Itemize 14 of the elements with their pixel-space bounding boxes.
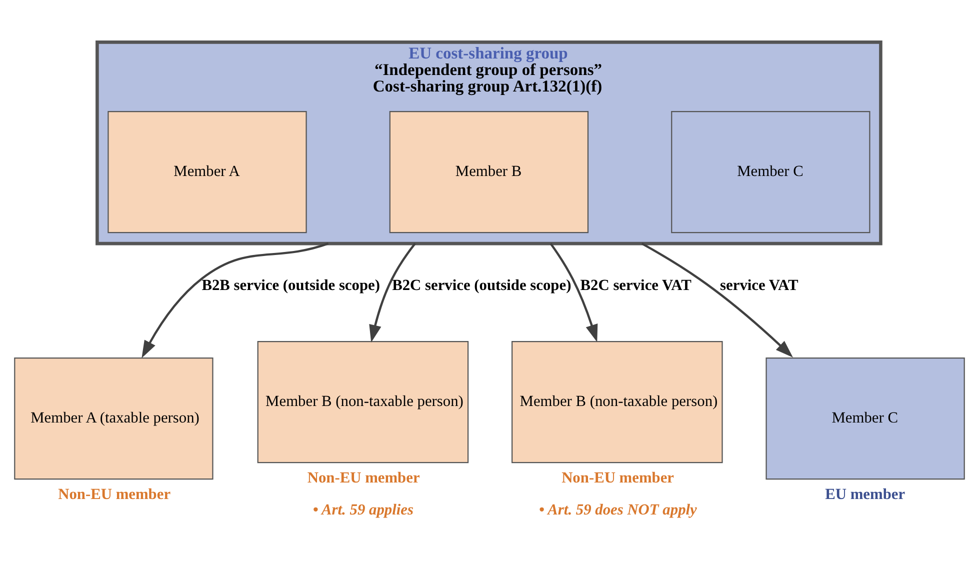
arrow <box>550 242 598 342</box>
edge-label: B2C service (outside scope) <box>392 276 572 294</box>
node-label: EU member <box>825 486 906 503</box>
node-label: Non-EU member <box>562 469 674 486</box>
edge-label: B2C service VAT <box>580 276 692 294</box>
arrow <box>369 242 416 342</box>
node-label: Non-EU member <box>307 469 420 486</box>
node-label: • Art. 59 does NOT apply <box>539 501 697 518</box>
node-label: Non-EU member <box>58 486 171 503</box>
node-label: • Art. 59 applies <box>312 501 414 518</box>
edge-label: service VAT <box>720 276 798 294</box>
arrow <box>142 242 329 358</box>
edge-label: B2B service (outside scope) <box>202 276 380 294</box>
arrow <box>641 242 793 357</box>
